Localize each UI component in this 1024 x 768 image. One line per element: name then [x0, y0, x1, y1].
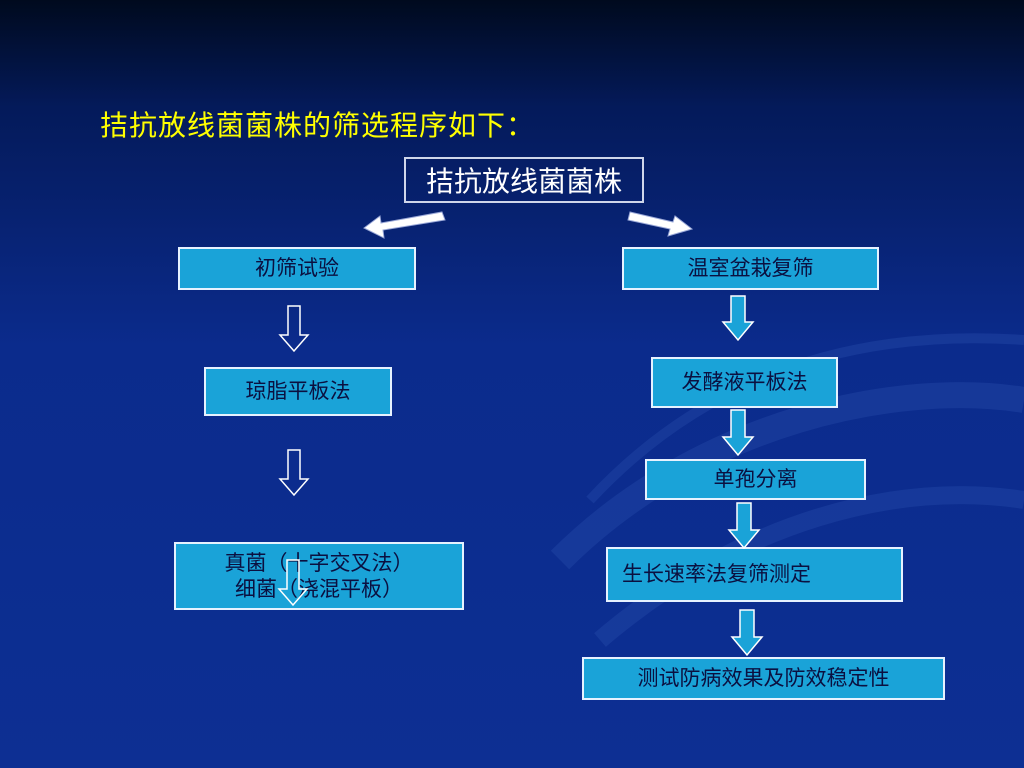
right-step-fermentation-plate-label: 发酵液平板法 [681, 370, 808, 395]
right-step-greenhouse-rescreen: 温室盆栽复筛 [622, 247, 879, 290]
right-step-growth-rate: 生长速率法复筛测定 [606, 547, 903, 602]
left-step-initial-screening-label: 初筛试验 [255, 256, 339, 281]
slide-title: 拮抗放线菌菌株的筛选程序如下： [100, 109, 536, 142]
left-step-fungi-bacteria: 真菌（十字交叉法） 细菌（浇混平板） [174, 542, 464, 610]
left-step-initial-screening: 初筛试验 [178, 247, 416, 290]
root-node: 拮抗放线菌菌株 [404, 157, 644, 203]
right-step-disease-prevention-label: 测试防病效果及防效稳定性 [637, 666, 890, 691]
right-step-single-spore-label: 单孢分离 [713, 467, 798, 492]
left-step-fungi-label: 真菌（十字交叉法） [224, 550, 414, 575]
left-step-agar-plate: 琼脂平板法 [204, 367, 392, 416]
right-step-fermentation-plate: 发酵液平板法 [651, 357, 838, 408]
right-step-single-spore: 单孢分离 [645, 459, 866, 500]
left-step-bacteria-label: 细菌（浇混平板） [235, 577, 403, 601]
right-step-growth-rate-label: 生长速率法复筛测定 [622, 562, 811, 587]
right-step-disease-prevention: 测试防病效果及防效稳定性 [582, 657, 945, 700]
right-step-greenhouse-rescreen-label: 温室盆栽复筛 [687, 256, 814, 281]
left-step-agar-plate-label: 琼脂平板法 [245, 379, 351, 404]
